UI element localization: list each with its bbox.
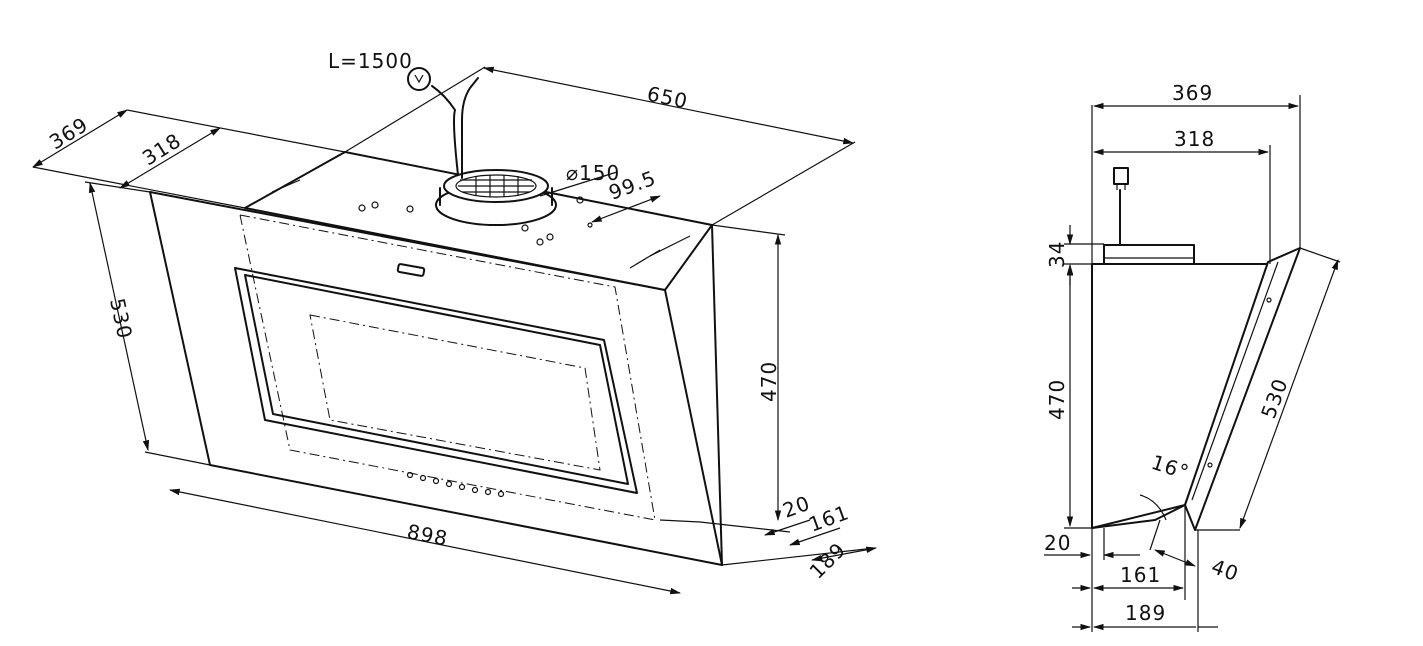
- duct-diameter-label: ⌀150: [566, 161, 620, 185]
- body-height-label: 470: [757, 361, 781, 402]
- side-bottom-161-label: 161: [1120, 563, 1161, 587]
- side-depth-outer-label: 369: [1172, 81, 1213, 105]
- depth-inner-label: 318: [138, 128, 186, 170]
- side-plug-icon: [1113, 167, 1129, 185]
- top-width-label: 650: [645, 81, 690, 113]
- bottom-width-label: 898: [405, 519, 450, 550]
- plug-icon: [407, 67, 431, 91]
- side-bottom-40-label: 40: [1208, 554, 1242, 586]
- power-cable: [461, 77, 479, 179]
- side-depth-inner-label: 318: [1174, 127, 1215, 151]
- side-view: 369 318 34 470 530 16° 20 40 161 189: [1044, 81, 1341, 632]
- dim-189-label: 189: [805, 537, 851, 583]
- side-body-470-label: 470: [1045, 379, 1069, 420]
- side-top-34-label: 34: [1045, 241, 1069, 268]
- glass-height-label: 530: [105, 296, 137, 341]
- side-bottom-189-label: 189: [1125, 601, 1166, 625]
- depth-outer-label: 369: [45, 112, 93, 154]
- front-view: L=1500 ⌀150 99.5 650 369 318 530 470 898…: [32, 49, 878, 595]
- cable-length-label: L=1500: [328, 49, 413, 73]
- side-bottom-20-label: 20: [1044, 531, 1071, 555]
- duct-collar: [435, 169, 557, 226]
